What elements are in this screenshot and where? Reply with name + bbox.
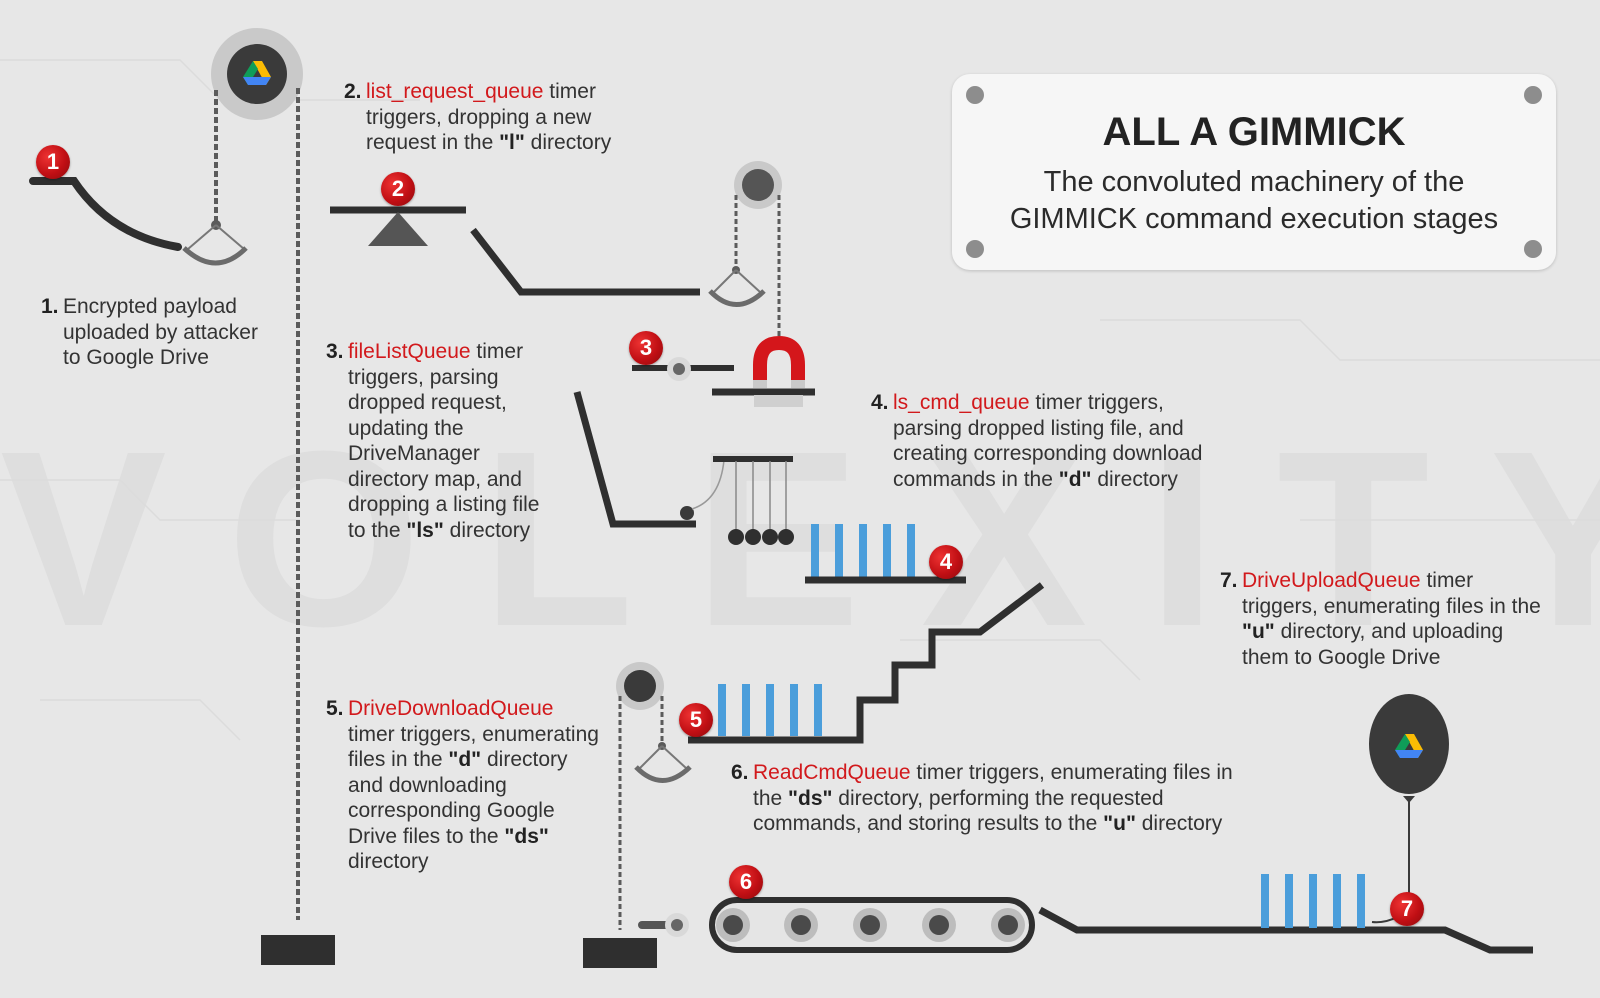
step-line: dropped request,: [348, 391, 507, 414]
step-number: 7.: [1220, 569, 1238, 592]
step-line: files in the: [348, 748, 449, 771]
step-line: directory map, and: [348, 467, 522, 491]
step-number: 1.: [41, 295, 59, 318]
step-line: triggers, parsing: [348, 365, 499, 389]
step-line: directory: [524, 131, 612, 154]
step-3-text: 3. fileListQueue timer triggers, parsing…: [326, 339, 578, 543]
step-line: commands in the: [893, 467, 1059, 491]
step5-pulley: [583, 662, 692, 968]
queue-name: DriveUploadQueue: [1242, 569, 1421, 592]
step7-balloon: [1369, 694, 1449, 924]
subtitle-line-1: The convoluted machinery of the: [1043, 166, 1465, 198]
step-line: directory, and uploading: [1274, 620, 1504, 643]
card-title: ALL A GIMMICK: [1102, 110, 1406, 154]
step-line: directory: [348, 850, 429, 873]
card-subtitle: The convoluted machinery of the GIMMICK …: [952, 164, 1556, 238]
main-pulley: [182, 28, 335, 965]
step-4-text: 4. ls_cmd_queue timer triggers, parsing …: [871, 390, 1253, 492]
step-number: 5.: [326, 697, 344, 720]
title-card: ALL A GIMMICK The convoluted machinery o…: [952, 74, 1556, 270]
bolt: [966, 240, 984, 258]
marker-3: 3: [629, 331, 663, 365]
directory-name: "ds": [788, 786, 833, 810]
step-number: 2.: [344, 80, 362, 103]
step-line: updating the: [348, 416, 464, 440]
step-line: parsing dropped listing file, and: [893, 416, 1184, 440]
step-line: triggers, dropping a new: [366, 105, 592, 129]
step4-files: [805, 524, 966, 584]
step-line: directory: [443, 518, 531, 542]
google-drive-icon: [243, 61, 271, 85]
step3-slide-cradle: [573, 391, 794, 545]
subtitle-line-2: GIMMICK command execution stages: [1009, 203, 1499, 235]
directory-name: "u": [1242, 620, 1275, 643]
step-line: timer triggers, enumerating files in: [910, 761, 1233, 784]
step-2-text: 2. list_request_queue timer triggers, dr…: [344, 79, 636, 156]
step-line: request in the: [366, 131, 500, 154]
step-number: 3.: [326, 340, 344, 363]
step6-conveyor: [709, 897, 1035, 953]
step5-files: [718, 684, 822, 736]
step-1-text: 1. Encrypted payload uploaded by attacke…: [41, 294, 293, 371]
step-line: corresponding Google: [348, 799, 555, 822]
step-number: 6.: [731, 761, 749, 784]
marker-2: 2: [381, 172, 415, 206]
step7-track: [1038, 906, 1533, 954]
directory-name: "ls": [406, 518, 444, 542]
directory-name: "d": [448, 748, 482, 771]
queue-name: list_request_queue: [366, 80, 544, 103]
step1-ramp: [29, 177, 182, 251]
directory-name: "u": [1103, 812, 1136, 835]
marker-7: 7: [1390, 892, 1424, 926]
marker-5: 5: [679, 703, 713, 737]
marker-1: 1: [36, 145, 70, 179]
step-6-text: 6. ReadCmdQueue timer triggers, enumerat…: [731, 760, 1293, 837]
step-line: directory, performing the requested: [832, 786, 1164, 810]
bolt: [966, 86, 984, 104]
staircase: [688, 582, 1045, 744]
step-7-text: 7. DriveUploadQueue timer triggers, enum…: [1220, 568, 1582, 670]
directory-name: "ds": [504, 824, 549, 848]
step-line: triggers, enumerating files in the: [1242, 594, 1541, 618]
step-number: 4.: [871, 391, 889, 414]
step3-pulley-magnet: [632, 161, 815, 407]
step-line: timer: [470, 340, 524, 363]
step-line: to Google Drive: [63, 346, 209, 369]
step-line: Drive files to the: [348, 824, 505, 848]
step-line: Encrypted payload: [63, 295, 237, 318]
step-line: to the: [348, 518, 407, 542]
circuit-background: [0, 59, 1600, 741]
marker-6: 6: [729, 865, 763, 899]
step-line: timer triggers, enumerating: [348, 722, 599, 746]
step-line: and downloading: [348, 773, 507, 797]
step-line: commands, and storing results to the: [753, 812, 1104, 835]
step7-files: [1261, 874, 1365, 928]
step-line: dropping a listing file: [348, 493, 540, 516]
queue-name: fileListQueue: [348, 340, 471, 363]
queue-name: DriveDownloadQueue: [348, 697, 554, 720]
bolt: [1524, 86, 1542, 104]
step-line: directory: [481, 748, 568, 771]
step-line: uploaded by attacker: [63, 320, 258, 344]
step-5-text: 5. DriveDownloadQueue timer triggers, en…: [326, 696, 618, 875]
step-line: timer: [543, 80, 596, 103]
step-line: timer: [1420, 569, 1474, 592]
step-line: them to Google Drive: [1242, 645, 1441, 669]
queue-name: ls_cmd_queue: [893, 391, 1030, 414]
bolt: [1524, 240, 1542, 258]
step-line: DriveManager: [348, 442, 480, 465]
directory-name: "l": [499, 131, 525, 154]
step-line: timer triggers,: [1029, 391, 1164, 414]
step-line: the: [753, 786, 789, 810]
marker-4: 4: [929, 545, 963, 579]
queue-name: ReadCmdQueue: [753, 761, 911, 784]
step-line: directory: [1135, 812, 1223, 835]
step-line: directory: [1091, 467, 1178, 491]
directory-name: "d": [1058, 467, 1092, 491]
google-drive-icon: [1395, 734, 1423, 758]
step2-seesaw: [330, 206, 700, 296]
step-line: creating corresponding download: [893, 442, 1203, 465]
